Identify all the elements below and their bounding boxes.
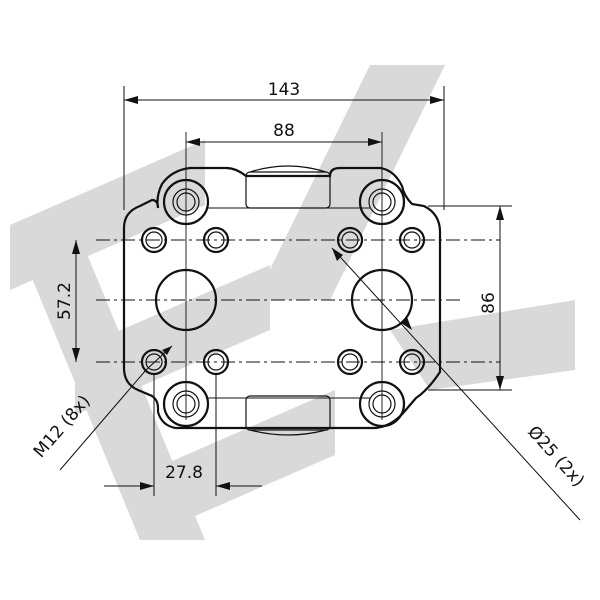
top-boss-arc xyxy=(249,165,327,173)
label-86: 86 xyxy=(479,292,499,314)
leader-m12 xyxy=(59,345,173,471)
ports xyxy=(154,268,414,332)
m12-hole-4 xyxy=(398,226,426,254)
counterbore-top-right xyxy=(358,178,406,226)
label-88: 88 xyxy=(273,121,295,141)
label-143: 143 xyxy=(268,80,300,100)
dim-overall-width xyxy=(123,86,445,210)
dim-vertical-bolt-spacing xyxy=(72,240,80,362)
threaded-holes xyxy=(140,226,426,376)
m12-hole-2 xyxy=(202,226,230,254)
dim-horizontal-offset xyxy=(104,374,262,496)
watermark-band-diagonal xyxy=(10,225,205,540)
part-body xyxy=(122,165,442,436)
dim-height xyxy=(428,205,512,391)
bottom-boss-arc xyxy=(249,429,327,436)
counterbores xyxy=(162,178,406,428)
label-57-2: 57.2 xyxy=(55,282,75,320)
m12-hole-8 xyxy=(398,348,426,376)
leader-bore xyxy=(331,247,581,521)
watermark-chevron-right xyxy=(390,300,575,390)
label-27-8: 27.8 xyxy=(165,463,203,483)
counterbore-bottom-right xyxy=(358,380,406,428)
port-right xyxy=(350,268,414,332)
counterbore-bottom-left xyxy=(162,380,210,428)
label-m12: M12 (8x) xyxy=(30,392,95,462)
label-bore: Ø25 (2x) xyxy=(523,422,588,491)
counterbore-top-left xyxy=(162,178,210,226)
body-outline xyxy=(122,166,442,430)
m12-hole-7 xyxy=(336,348,364,376)
port-left xyxy=(154,268,218,332)
m12-hole-1 xyxy=(140,226,168,254)
bottom-boss xyxy=(245,395,331,431)
watermark-chevron-left xyxy=(255,65,445,300)
m12-hole-3 xyxy=(336,226,364,254)
dim-bolt-spacing xyxy=(186,138,382,146)
